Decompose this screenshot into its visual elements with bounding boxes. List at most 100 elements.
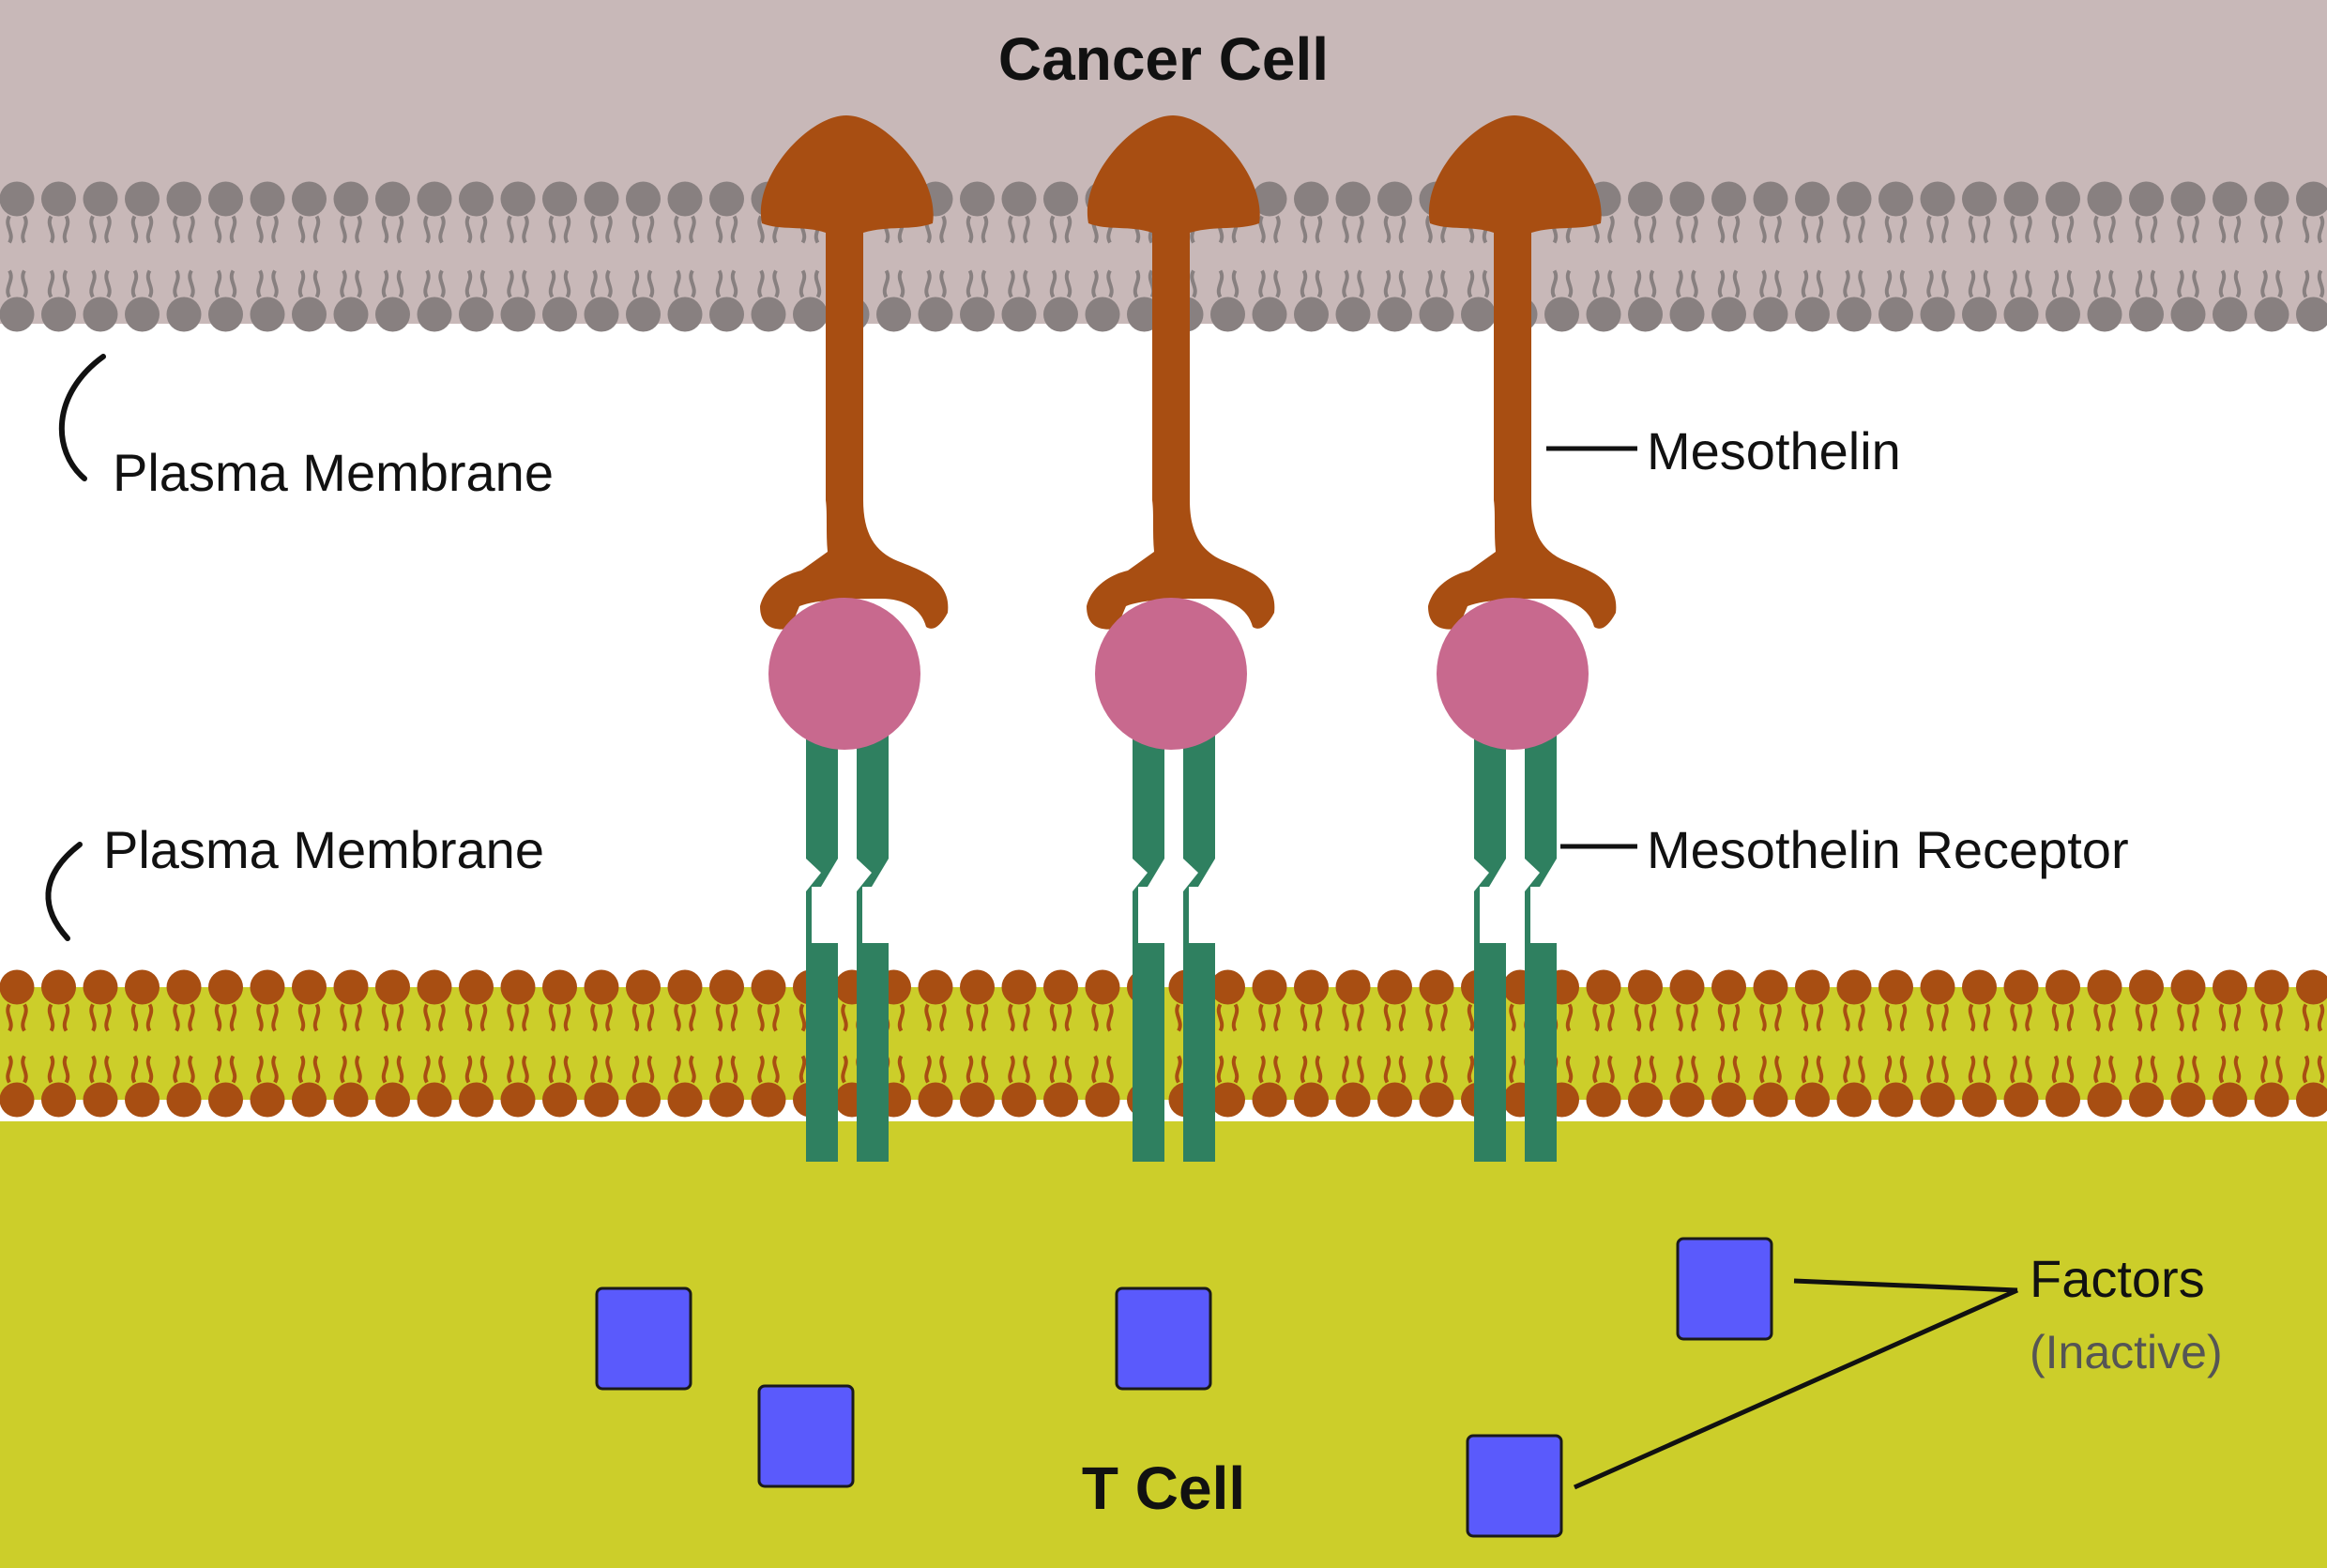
- lipid-head: [1628, 969, 1663, 1005]
- lipid-tail: [1008, 269, 1030, 298]
- lipid-head: [1419, 1082, 1454, 1118]
- binding-complex: [1428, 115, 1617, 1162]
- lipid-tail: [507, 215, 529, 244]
- lipid-head: [1878, 181, 1913, 217]
- lipid-head: [1586, 969, 1621, 1005]
- lipid-head: [1043, 969, 1078, 1005]
- lipid-tail: [715, 1055, 738, 1084]
- lipid-tail: [966, 1003, 989, 1032]
- factor-square: [757, 1384, 855, 1488]
- lipid-tail: [47, 1055, 70, 1084]
- lipid-tail: [423, 1055, 446, 1084]
- lipid-tail: [590, 1055, 613, 1084]
- lipid-head: [166, 1082, 202, 1118]
- lipid-tail: [2135, 1003, 2158, 1032]
- lipid-tail: [2135, 1055, 2158, 1084]
- t-cell-label: T Cell: [1082, 1454, 1245, 1522]
- lipid-tail: [1884, 215, 1908, 244]
- lipid-tail: [1216, 269, 1240, 298]
- receptor-segment: [1525, 859, 1557, 1162]
- receptor-strand: [1525, 732, 1557, 1162]
- lipid-tail: [464, 215, 488, 244]
- lipid-tail: [1592, 1003, 1615, 1032]
- lipid-tail: [381, 215, 404, 244]
- lipid-head: [626, 181, 661, 217]
- lipid-head: [1586, 297, 1621, 332]
- lipid-tail: [6, 1055, 28, 1084]
- lipid-tail: [1884, 1003, 1908, 1032]
- factor-square: [1466, 1434, 1563, 1538]
- lipid-head: [918, 969, 953, 1005]
- lipid-head: [876, 297, 911, 332]
- lipid-head: [1920, 181, 1955, 217]
- lipid-head: [292, 969, 327, 1005]
- lipid-head: [1001, 969, 1037, 1005]
- tcell-membrane-label: Plasma Membrane: [103, 820, 544, 879]
- lipid-tail: [2177, 1055, 2199, 1084]
- lipid-tail: [2051, 269, 2075, 298]
- lipid-head: [417, 181, 452, 217]
- lipid-head: [166, 969, 202, 1005]
- lipid-head: [1628, 181, 1663, 217]
- lipid-head: [333, 1082, 369, 1118]
- lipid-tail: [297, 1003, 321, 1032]
- lipid-head: [1461, 297, 1496, 332]
- factors-callout-line-2: [1573, 1287, 2019, 1490]
- lipid-head: [41, 1082, 76, 1118]
- lipid-tail: [1216, 1055, 1240, 1084]
- lipid-tail: [1008, 1055, 1030, 1084]
- lipid-head: [1001, 181, 1037, 217]
- lipid-tail: [548, 1003, 571, 1032]
- receptor-segment: [1133, 732, 1164, 859]
- lipid-tail: [423, 215, 446, 244]
- lipid-tail: [2177, 1003, 2199, 1032]
- lipid-head: [250, 1082, 285, 1118]
- cancer-membrane-bracket: [58, 354, 106, 481]
- lipid-head: [2254, 1082, 2289, 1118]
- lipid-tail: [256, 1003, 279, 1032]
- lipid-head: [2254, 181, 2289, 217]
- lipid-tail: [214, 1003, 237, 1032]
- lipid-head: [1628, 297, 1663, 332]
- lipid-head: [1294, 181, 1329, 217]
- lipid-tail: [1676, 1003, 1698, 1032]
- lipid-tail: [2260, 1055, 2283, 1084]
- lipid-head: [333, 969, 369, 1005]
- lipid-tail: [2218, 1003, 2242, 1032]
- lipid-head: [1795, 969, 1830, 1005]
- lipid-head: [2213, 297, 2247, 332]
- lipid-head: [1962, 181, 1997, 217]
- lipid-head: [584, 181, 619, 217]
- lipid-head: [125, 969, 160, 1005]
- lipid-tail: [757, 1055, 780, 1084]
- lipid-head: [166, 181, 202, 217]
- lipid-head: [584, 969, 619, 1005]
- lipid-tail: [89, 1003, 112, 1032]
- lipid-head: [500, 181, 536, 217]
- receptor-gap: [1530, 887, 1540, 943]
- lipid-head: [584, 297, 619, 332]
- lipid-tail: [1801, 1055, 1824, 1084]
- lipid-tail: [2093, 215, 2116, 244]
- lipid-tail: [798, 269, 822, 298]
- lipid-tail: [130, 1055, 154, 1084]
- lipid-tail: [1717, 1055, 1741, 1084]
- lipid-tail: [130, 215, 154, 244]
- lipid-tail: [1676, 269, 1698, 298]
- lipid-head: [0, 1082, 35, 1118]
- lipid-tail: [1342, 1055, 1364, 1084]
- lipid-head: [292, 181, 327, 217]
- lipid-head: [709, 181, 744, 217]
- lipid-tail: [2051, 1003, 2075, 1032]
- lipid-tail: [2302, 1055, 2325, 1084]
- lipid-tail: [2010, 269, 2032, 298]
- lipid-head: [1669, 181, 1705, 217]
- lipid-head: [1210, 969, 1245, 1005]
- lipid-tail: [2218, 269, 2242, 298]
- lipid-head: [1335, 969, 1371, 1005]
- lipid-head: [751, 1082, 786, 1118]
- lipid-head: [250, 297, 285, 332]
- lipid-tail: [297, 269, 321, 298]
- lipid-tail: [1801, 1003, 1824, 1032]
- lipid-tail: [1091, 269, 1114, 298]
